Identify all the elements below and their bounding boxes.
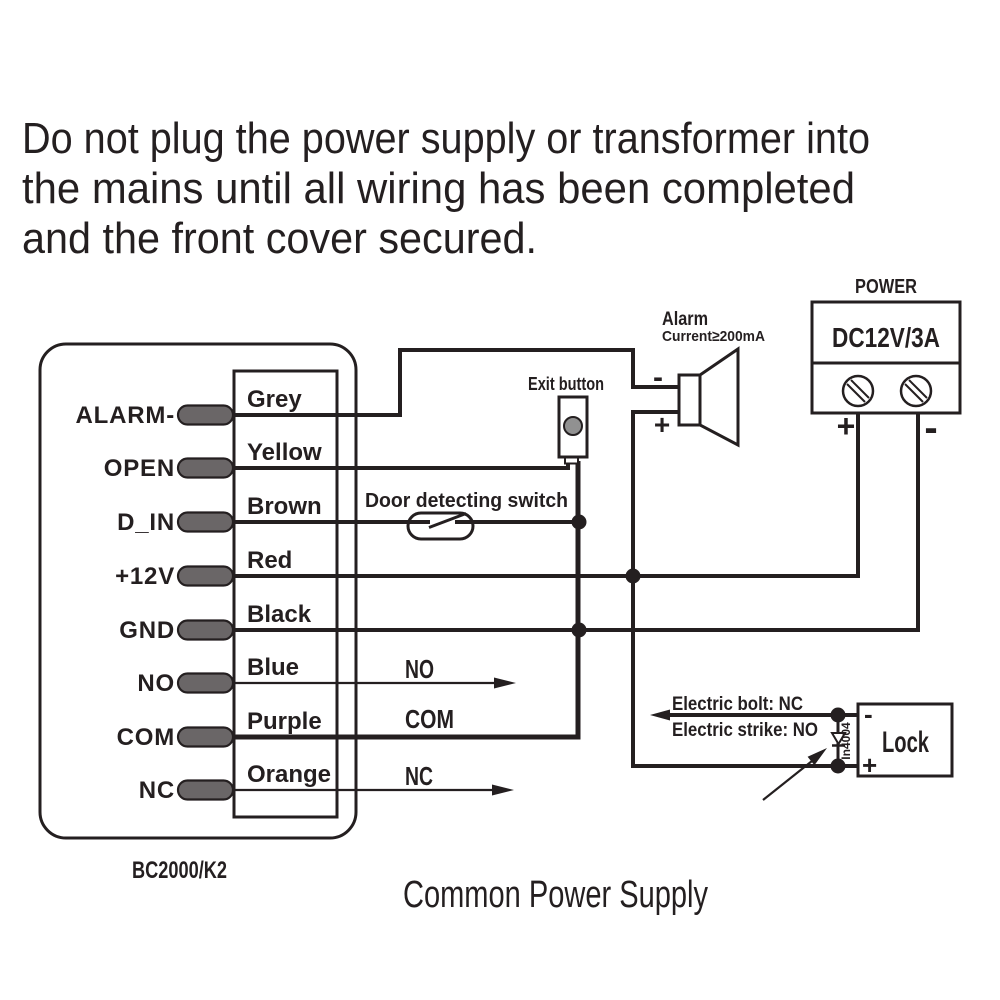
terminal-label: GND — [119, 617, 175, 644]
alarm-current-label: Current≥200mA — [662, 328, 765, 345]
junction-dot — [571, 514, 587, 530]
door-switch-icon — [406, 511, 475, 541]
wire-color-label: Yellow — [247, 439, 322, 466]
terminal-label: COM — [117, 724, 175, 751]
alarm-label: Alarm — [662, 309, 708, 330]
heading-line-1: Do not plug the power supply or transfor… — [22, 114, 870, 163]
terminal-label: D_IN — [117, 509, 175, 536]
power-rating: DC12V/3A — [832, 322, 940, 353]
lock-box — [856, 702, 954, 778]
wire-red-power — [234, 413, 860, 578]
wire-black-power — [234, 413, 920, 632]
caption: Common Power Supply — [403, 874, 708, 916]
alarm-speaker-body — [677, 373, 702, 427]
relay-no-label: NO — [405, 654, 434, 684]
junction-dot — [830, 758, 846, 774]
door-switch-label: Door detecting switch — [365, 490, 568, 512]
terminal-pill — [176, 457, 235, 479]
wire-color-label: Red — [247, 547, 292, 574]
terminal-pill — [176, 619, 235, 641]
wire-color-label: Orange — [247, 761, 331, 788]
wire-color-label: Black — [247, 601, 312, 628]
lock-minus-sign: - — [864, 699, 873, 729]
lock-plus-sign: + — [862, 750, 877, 780]
exit-button-icon — [563, 416, 583, 436]
junction-dots — [571, 514, 846, 774]
no-arrowhead-icon — [494, 677, 516, 689]
diode-pointer-line — [762, 760, 813, 801]
wire-color-labels: Grey Yellow Brown Red Black Blue Purple … — [247, 386, 331, 788]
bolt-note: Electric bolt: NC — [672, 694, 803, 715]
exit-button-label: Exit button — [528, 374, 604, 394]
terminal-pill — [176, 672, 235, 694]
wire-color-label: Blue — [247, 654, 299, 681]
wire-color-label: Purple — [247, 708, 322, 735]
relay-nc-label: NC — [405, 761, 433, 791]
wire-color-box — [232, 369, 339, 819]
junction-dot — [571, 622, 587, 638]
heading-line-3: and the front cover secured. — [22, 214, 537, 263]
terminal-label: +12V — [115, 563, 175, 590]
wires — [234, 348, 920, 796]
strike-note: Electric strike: NO — [672, 720, 818, 741]
terminal-labels: ALARM- OPEN D_IN +12V GND NO COM NC — [76, 402, 175, 804]
wire-purple-com — [234, 461, 581, 740]
power-title: POWER — [855, 276, 917, 298]
alarm-speaker-horn-icon — [698, 346, 740, 448]
junction-dot — [625, 568, 641, 584]
device-model: BC2000/K2 — [132, 857, 227, 884]
wire-alarm-plus-lock — [631, 410, 858, 768]
terminal-pill — [176, 404, 235, 426]
alarm-plus-sign: + — [654, 409, 670, 440]
relay-com-label: COM — [405, 704, 454, 734]
bolt-arrowhead-icon — [650, 709, 670, 721]
power-box — [810, 300, 962, 415]
screw-terminal-icon — [841, 374, 875, 408]
terminal-pill — [176, 726, 235, 748]
terminal-pills — [176, 404, 235, 801]
diode-icon — [830, 732, 847, 746]
terminal-label: NO — [137, 670, 175, 697]
junction-dot — [830, 707, 846, 723]
nc-arrowhead-icon — [492, 784, 514, 796]
terminal-label: OPEN — [104, 455, 175, 482]
screw-terminal-icon — [899, 374, 933, 408]
diode-label: In4004 — [839, 722, 853, 760]
heading-line-2: the mains until all wiring has been comp… — [22, 164, 855, 213]
lock-label: Lock — [882, 726, 929, 759]
terminal-pill — [176, 511, 235, 533]
terminal-pill — [176, 565, 235, 587]
alarm-minus-sign: - — [653, 361, 663, 394]
terminal-label: NC — [139, 777, 175, 804]
door-switch-blade — [428, 512, 467, 529]
wire-color-label: Grey — [247, 386, 302, 413]
wire-color-label: Brown — [247, 493, 322, 520]
diode-pointer-arrowhead-icon — [807, 748, 827, 766]
wire-grey-alarm — [234, 348, 679, 417]
terminal-label: ALARM- — [76, 402, 175, 429]
terminal-pill — [176, 779, 235, 801]
power-minus-sign: - — [924, 406, 937, 450]
power-plus-sign: + — [837, 408, 856, 444]
controller-outline — [38, 342, 358, 840]
